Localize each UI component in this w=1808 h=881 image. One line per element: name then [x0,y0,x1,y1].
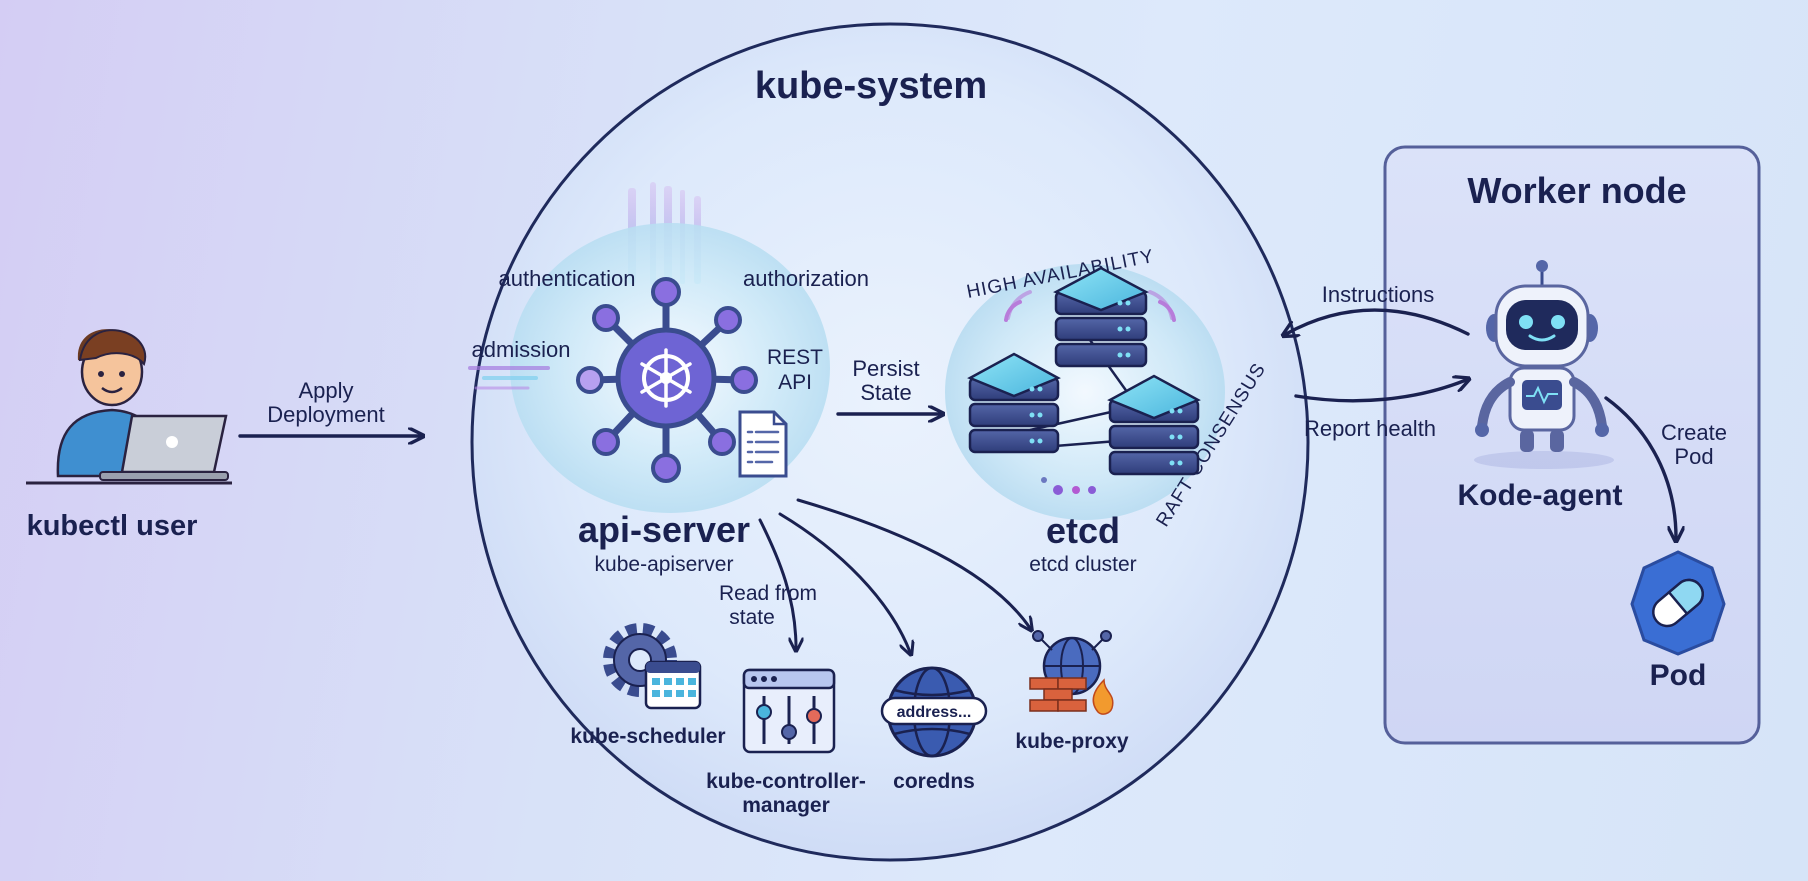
kode-agent-label: Kode-agent [1458,479,1623,512]
api-server-title: api-server [578,509,750,550]
gear-calendar-icon [603,623,702,710]
persist-state-line-1: Persist [852,356,919,381]
worker-node-title: Worker node [1467,170,1686,211]
rest-api-line-1: REST [767,346,823,369]
read-from-state-line-2: state [729,606,775,629]
kubectl-user-node: kubectl user [26,329,232,542]
kube-scheduler-node: kube-scheduler [570,623,726,748]
api-server-subtitle: kube-apiserver [595,553,734,576]
etcd-node: HIGH AVAILABILITY RAFT CONSENSUS [945,246,1270,576]
edge-to-coredns [778,512,910,652]
pod-node: Pod [1630,550,1726,692]
report-health-label: Report health [1304,416,1436,441]
edge-report-health: Report health [1294,380,1466,441]
authorization-label: authorization [743,266,869,291]
api-server-node: authentication authorization admission R… [468,182,869,576]
coredns-label: coredns [893,770,975,793]
etcd-subtitle: etcd cluster [1029,553,1136,576]
edge-instructions: Instructions [1286,282,1470,334]
signal-waves [1004,290,1176,322]
kube-controller-manager-line-1: kube-controller- [706,770,866,793]
kubernetes-helm-icon [576,277,758,483]
instructions-label: Instructions [1322,282,1435,307]
rest-api-line-2: API [778,371,812,394]
document-icon [738,410,788,478]
authentication-label: authentication [499,266,636,291]
create-pod-line-1: Create [1661,420,1727,445]
etcd-title: etcd [1046,510,1120,551]
kube-proxy-node: kube-proxy [1015,630,1129,753]
pod-label: Pod [1650,659,1707,692]
read-from-state-line-1: Read from [719,582,817,605]
kube-controller-manager-node: kube-controller- manager [706,668,866,817]
edge-create-pod: Create Pod [1604,396,1727,538]
edge-persist-state: Persist State [836,356,940,414]
coredns-address-text: address... [897,704,972,721]
kube-controller-manager-line-2: manager [742,794,830,817]
apply-deployment-line-1: Apply [298,378,353,403]
edge-apply-deployment: Apply Deployment [238,378,420,436]
globe-icon: address... [880,666,988,758]
admission-label: admission [471,337,570,362]
sliders-panel-icon [742,668,836,754]
kube-scheduler-label: kube-scheduler [570,725,725,748]
person-laptop-icon [26,329,232,485]
kube-proxy-label: kube-proxy [1015,730,1129,753]
apply-deployment-line-2: Deployment [267,402,384,427]
kube-system-title: kube-system [755,65,987,107]
admission-streaks [468,366,550,390]
firewall-globe-icon [1029,630,1114,715]
edge-to-kube-proxy [796,498,1030,628]
kode-agent-node: Kode-agent [1458,260,1623,512]
persist-state-line-2: State [860,380,911,405]
coredns-node: address... coredns [880,666,988,793]
create-pod-line-2: Pod [1674,444,1713,469]
edge-read-from-state: Read from state [719,518,817,648]
server-stack-icon [967,266,1201,495]
robot-icon [1474,260,1614,469]
kubectl-user-label: kubectl user [27,510,198,542]
capsule-icon [1630,550,1726,656]
